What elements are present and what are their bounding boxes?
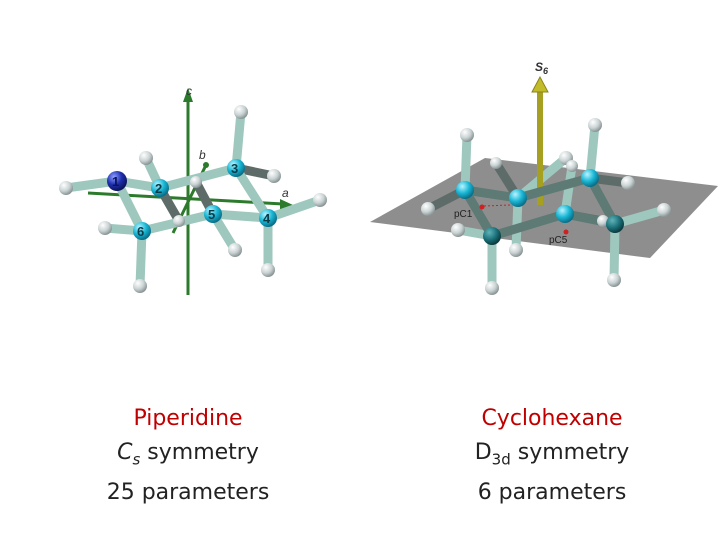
b-axis-label: b: [199, 148, 206, 162]
a-axis-label: a: [282, 186, 289, 200]
s6-axis-label: S6: [535, 60, 549, 76]
pc1-label: pC1: [454, 209, 473, 220]
cyclohexane-atom-c3: [581, 169, 599, 187]
s6-axis-arrowhead: [531, 75, 549, 93]
piperidine-symmetry-symbol: C: [117, 440, 133, 465]
atom-c5: [204, 205, 222, 223]
atom-c2: [151, 179, 169, 197]
cyclohexane-symmetry-symbol: D: [474, 440, 492, 465]
cyclohexane-molecule: S6: [370, 60, 718, 295]
atom-c3: [227, 159, 245, 177]
cyclohexane-atom-c6: [483, 227, 501, 245]
c-axis-arrowhead: [183, 88, 193, 102]
pc5-point: [563, 229, 569, 235]
piperidine-molecule: c b a: [59, 84, 327, 295]
atom-n1: [107, 171, 127, 191]
atom-c6: [133, 222, 151, 240]
atom-label-6: 6: [137, 224, 144, 239]
atom-label-1: 1: [112, 174, 119, 189]
atom-label-2: 2: [155, 181, 162, 196]
pc1-point: [479, 204, 485, 210]
cyclohexane-symmetry-word: symmetry: [510, 440, 630, 465]
piperidine-parameters: 25 parameters: [106, 480, 270, 506]
b-axis-dot: [203, 162, 209, 168]
pc1-dash: [483, 204, 511, 207]
cyclohexane-parameters: 6 parameters: [477, 480, 627, 506]
piperidine-name: Piperidine: [133, 406, 243, 431]
atom-label-5: 5: [208, 207, 215, 222]
cyclohexane-atom-c1: [456, 181, 474, 199]
atom-label-4: 4: [263, 211, 271, 226]
cyclohexane-atom-c2: [509, 189, 527, 207]
cyclohexane-name: Cyclohexane: [481, 406, 623, 431]
atom-label-3: 3: [231, 161, 238, 176]
piperidine-symmetry-word: symmetry: [140, 440, 259, 465]
cyclohexane-symmetry-subscript: 3d: [491, 450, 511, 469]
piperidine-symmetry-subscript: s: [132, 450, 141, 469]
pc5-label: pC5: [549, 235, 568, 246]
a-axis-arrowhead: [280, 199, 293, 210]
cyclohexane-hydrogen-atoms: [421, 118, 671, 295]
cyclohexane-symmetry: D3d symmetry: [452, 436, 652, 476]
cyclohexane-atom-c5: [556, 205, 574, 223]
piperidine-hydrogen-atoms: [59, 105, 327, 293]
piperidine-caption: Piperidine Cs symmetry 25 parameters: [88, 402, 288, 510]
cyclohexane-caption: Cyclohexane D3d symmetry 6 parameters: [452, 402, 652, 510]
cyclohexane-atom-c4: [606, 215, 624, 233]
c-axis-label: c: [186, 84, 192, 98]
piperidine-symmetry: Cs symmetry: [88, 436, 288, 476]
atom-c4: [259, 209, 277, 227]
